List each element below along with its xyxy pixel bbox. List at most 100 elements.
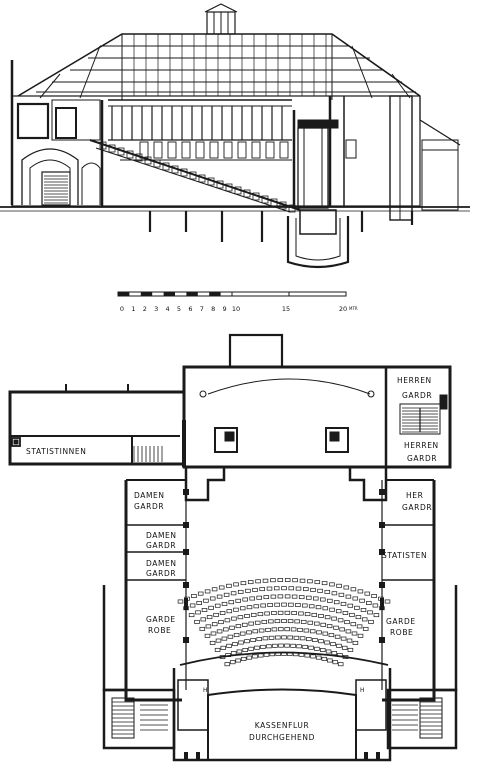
rake-seat [153,159,161,168]
seat [277,578,284,582]
seat [195,610,201,615]
seat [278,627,284,632]
seat [298,595,305,600]
seat [268,635,275,640]
seat [208,605,214,610]
seating-rows [177,578,391,667]
seat [343,585,350,590]
seat [252,587,258,592]
scale-tick-label: 10 [232,305,240,313]
seat [373,613,380,618]
seat [294,619,300,624]
seat [350,587,357,592]
stage-frame [286,119,350,269]
label-herren-gardr-2: GARDR [407,454,437,463]
entrance-column [364,752,368,760]
seat [201,608,208,612]
seat [275,651,281,656]
seat [239,606,246,611]
seat [322,606,329,611]
scale-tick-label: 1 [131,305,135,313]
seat [264,611,270,616]
rake-seat [243,189,251,198]
rake-seat [108,144,116,153]
label-statistinnen: STATISTINNEN [26,447,86,456]
seat [235,624,242,629]
seat [287,635,293,640]
rake-seat [171,165,179,174]
seat [327,598,333,603]
pillar [183,489,189,495]
seat [333,625,339,630]
scale-mark-20: 20 [339,305,347,313]
seat [281,619,287,623]
seat [211,622,218,627]
scale-cell [118,292,130,296]
seat [357,633,364,638]
seat [177,599,184,604]
seat [209,640,216,645]
seat [246,655,253,660]
seat [384,599,391,604]
seat [324,589,331,594]
seat [333,600,340,605]
seat [274,602,280,607]
scale-tick-label: 0 [120,305,124,313]
scale-cell [163,292,175,296]
seat [226,609,233,614]
seat [214,647,221,652]
seat [317,588,323,593]
entrance-column [376,752,380,760]
seat [257,612,264,617]
seat [266,586,273,591]
seat [329,607,335,612]
seat [308,604,315,609]
seat [262,636,269,641]
seat [281,602,287,607]
seat [291,594,298,599]
seat [240,656,247,661]
seat [322,631,329,636]
seat [184,596,190,601]
seat [303,587,309,592]
seat [219,611,226,615]
seat [352,596,359,601]
scale-tick-label: 9 [223,305,227,313]
seat [356,624,363,629]
seat [229,660,236,665]
seat [218,585,225,590]
seat [248,646,254,651]
seat [258,628,265,633]
label-herren-gardr-1: GARDR [402,391,432,400]
seat [336,643,342,648]
right-roof [419,96,461,146]
seat [255,579,261,584]
box-door [139,141,149,159]
seat [249,596,255,601]
seat [206,615,213,620]
seat [204,633,211,638]
seat [281,651,287,656]
label-her-gardr: GARDR [402,503,432,512]
seat [224,662,231,667]
seat [219,655,226,659]
scale-tick-label: 2 [143,305,147,313]
rear-annex [228,333,284,369]
seat [209,596,216,601]
seat [284,578,291,582]
seat [256,595,262,600]
seat [284,643,290,648]
seat [274,619,281,624]
seat [314,646,320,651]
seat [320,622,326,627]
seat [263,595,270,600]
seat [339,627,345,632]
seat [239,631,246,636]
seat [355,615,362,620]
seat [256,637,262,642]
rake-seat [198,174,206,183]
seat [246,630,252,635]
rake-seat [207,177,215,186]
seat [306,595,312,600]
